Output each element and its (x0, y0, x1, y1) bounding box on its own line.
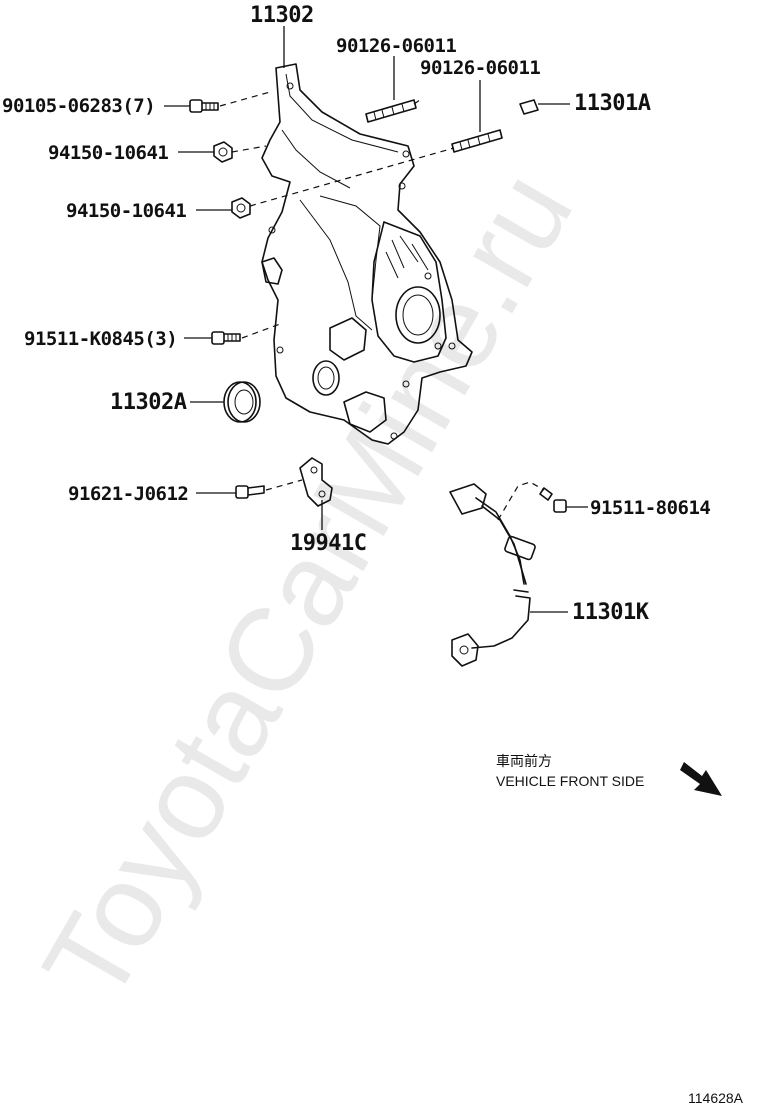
nut-94150-b-icon (231, 197, 251, 219)
nut-94150-a-icon (213, 141, 233, 163)
callout-11302: 11302 (250, 3, 314, 28)
bolt-91621-icon (235, 485, 265, 499)
callout-11301K: 11301K (572, 600, 650, 625)
callout-91621-J0612: 91621-J0612 (68, 483, 188, 505)
leader-lines (164, 26, 588, 613)
callout-94150-10641-a: 94150-10641 (48, 142, 168, 164)
callout-94150-10641-b: 94150-10641 (66, 200, 186, 222)
callout-90126-06011-a: 90126-06011 (336, 35, 456, 57)
figure-id: 114628A (688, 1090, 744, 1106)
oil-seal-11302A-icon (223, 381, 261, 423)
watermark: ToyotaCarMine.ru (18, 150, 598, 1023)
bolt-91511-80614-icon (539, 487, 567, 513)
front-direction-arrow-icon (680, 762, 722, 796)
callout-11302A: 11302A (110, 390, 187, 415)
direction-note-japanese: 車両前方 (496, 753, 552, 769)
callout-90126-06011-b: 90126-06011 (420, 57, 540, 79)
installation-lines (219, 91, 545, 521)
sensor-11301K-icon (449, 483, 536, 667)
timing-chain-cover (261, 63, 473, 445)
stud-90126-b-icon (451, 129, 503, 153)
bracket-19941C-icon (299, 457, 333, 507)
callout-90105-06283: 90105-06283(7) (2, 95, 155, 117)
callout-91511-80614: 91511-80614 (590, 497, 710, 519)
callout-91511-K0845: 91511-K0845(3) (24, 328, 177, 350)
callout-19941C: 19941C (290, 531, 366, 556)
bolt-91511-K0845-icon (211, 331, 241, 345)
bolt-90105-icon (189, 99, 219, 113)
pin-11301A-icon (519, 99, 539, 115)
callout-11301A: 11301A (574, 91, 651, 116)
stud-90126-a-icon (365, 99, 417, 123)
direction-note-english: VEHICLE FRONT SIDE (496, 773, 644, 789)
